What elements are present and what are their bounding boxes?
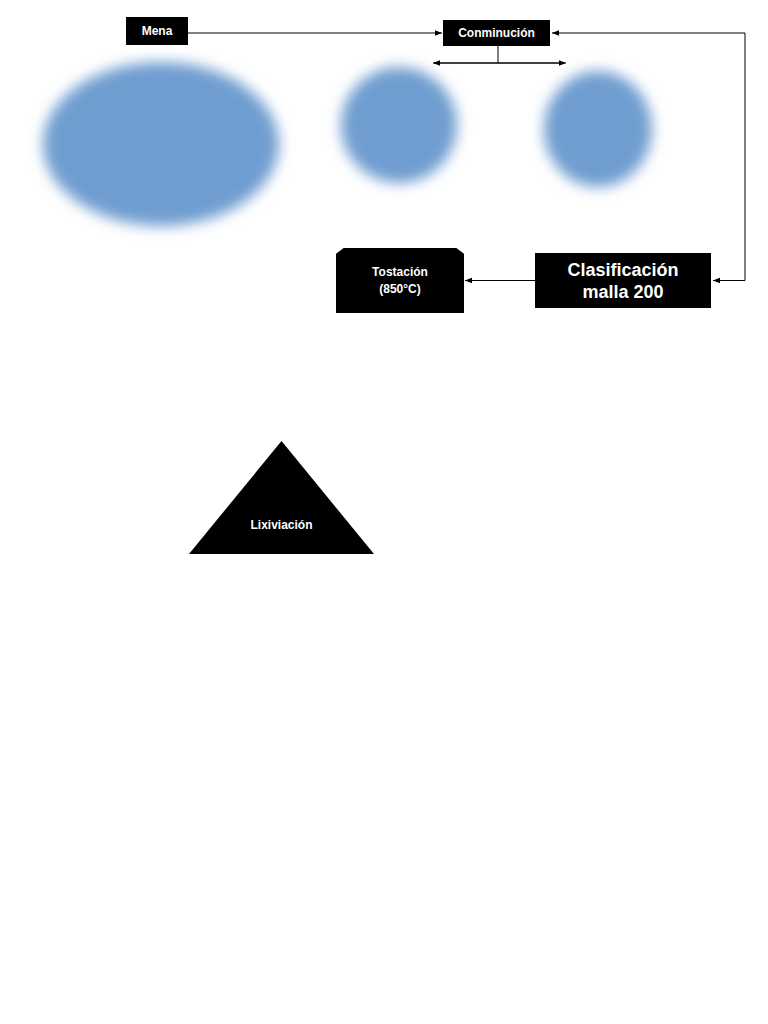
node-label: Clasificación malla 200 [548, 259, 698, 303]
blue-blob [341, 67, 457, 183]
bracket-arrow [498, 63, 566, 64]
flow-arrow [552, 33, 745, 281]
process-box: Clasificación malla 200 [535, 253, 711, 308]
flow-arrow [188, 33, 442, 34]
blue-blob [544, 71, 652, 187]
node-label: Tostación (850°C) [350, 264, 450, 298]
node-outline [336, 248, 464, 313]
process-box: Conminución [443, 20, 550, 46]
triangle-node: Lixiviación [189, 441, 374, 554]
node-label: Mena [142, 24, 173, 38]
process-box: Mena [126, 17, 188, 45]
node-shape [336, 248, 464, 313]
flow-arrow [465, 280, 535, 281]
bracket-line [434, 46, 564, 63]
node-label: Lixiviación [250, 518, 312, 532]
node-outline [189, 441, 374, 554]
node-shape [189, 441, 374, 554]
process-box: Tostación (850°C) [336, 248, 464, 313]
bracket-arrow [433, 63, 498, 64]
node-label: Conminución [458, 26, 535, 40]
blue-blob [43, 62, 279, 226]
